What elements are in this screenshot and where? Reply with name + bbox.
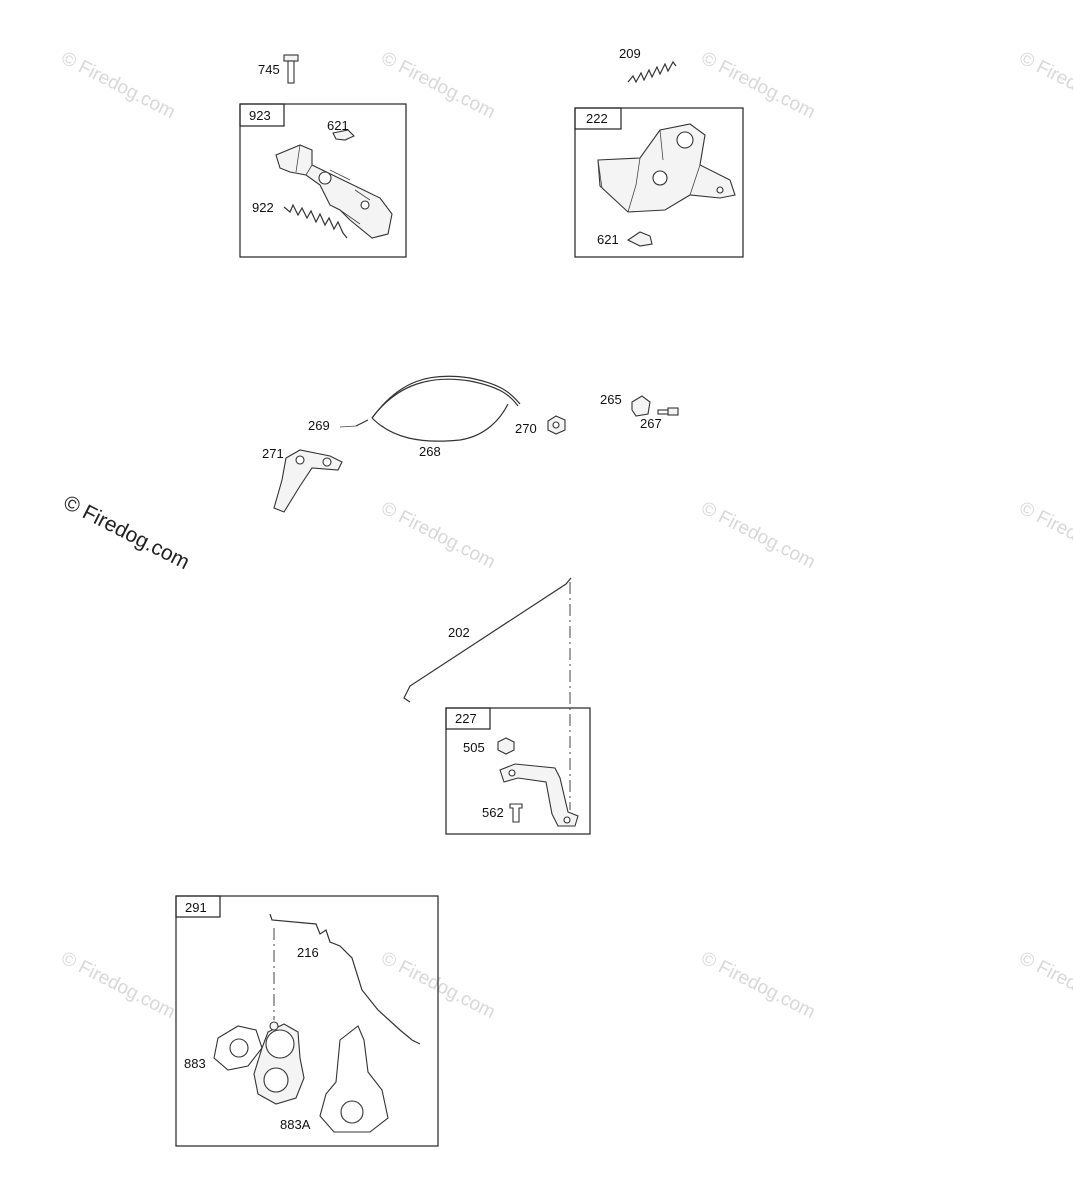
watermarks: © Firedog.com © Firedog.com © Firedog.co… [58, 48, 1073, 1023]
watermark-text: © Firedog.com [698, 498, 819, 573]
rod-202: 202 [403, 577, 572, 810]
screw-562-part [509, 803, 523, 823]
label-621: 621 [327, 118, 349, 133]
label-883a: 883A [280, 1117, 311, 1132]
plate-slot-part [716, 186, 724, 194]
label-209: 209 [619, 46, 641, 61]
bracket-271-part [273, 449, 343, 513]
assembly-291: 291 216 883 883A [175, 895, 439, 1147]
assembly-291-header [175, 895, 221, 918]
label-269: 269 [308, 418, 330, 433]
assembly-222: 222 621 [574, 107, 744, 258]
assembly-227-header [445, 707, 491, 730]
watermark-main: © Firedog.com [60, 491, 193, 574]
spring-922-part [283, 203, 348, 239]
spring-209: 209 [619, 46, 677, 84]
assembly-222-frame [574, 107, 744, 258]
watermark-text: © Firedog.com [1016, 948, 1073, 1023]
lever-227-part [499, 763, 579, 827]
plate-883a-part [319, 1025, 389, 1133]
watermark-text: © Firedog.com [1016, 498, 1073, 573]
screw-267-head-part [667, 407, 679, 416]
watermark-text: © Firedog.com [698, 948, 819, 1023]
cable-group: 269 268 270 265 267 271 [262, 375, 679, 513]
label-883: 883 [184, 1056, 206, 1071]
plate-hole-part [676, 131, 694, 149]
label-505: 505 [463, 740, 485, 755]
label-923: 923 [249, 108, 271, 123]
label-291: 291 [185, 900, 207, 915]
assembly-227: 227 505 562 [445, 707, 591, 835]
carburetor-nipple-part [269, 1021, 279, 1031]
label-621b: 621 [597, 232, 619, 247]
watermark-text: © Firedog.com [378, 498, 499, 573]
bolt-745: 745 [258, 54, 299, 84]
label-922: 922 [252, 200, 274, 215]
label-265: 265 [600, 392, 622, 407]
control-bracket-part [275, 144, 393, 239]
clip-621-part [332, 129, 355, 141]
watermark-text: © Firedog.com [378, 48, 499, 123]
spring-209-part [627, 60, 677, 84]
label-270: 270 [515, 421, 537, 436]
label-202: 202 [448, 625, 470, 640]
assembly-227-frame [445, 707, 591, 835]
watermark-text: © Firedog.com [698, 48, 819, 123]
plate-pivot-part [652, 170, 668, 186]
link-216-part [269, 913, 421, 1045]
wire-269-part [339, 425, 357, 428]
assembly-291-frame [175, 895, 439, 1147]
assembly-923-header [239, 103, 285, 127]
clip-621b-part [626, 231, 653, 247]
nut-505-part [497, 737, 515, 755]
bracket-hole-part [360, 200, 370, 210]
assembly-923: 923 621 922 [239, 103, 407, 258]
watermark-text: © Firedog.com [1016, 48, 1073, 123]
bolt-745-shank-part [287, 60, 295, 84]
label-222: 222 [586, 111, 608, 126]
rod-202-part [403, 577, 572, 703]
label-562: 562 [482, 805, 504, 820]
label-267: 267 [640, 416, 662, 431]
assembly-923-frame [239, 103, 407, 258]
assembly-222-header [574, 107, 622, 130]
label-271: 271 [262, 446, 284, 461]
bracket-pivot-part [318, 171, 332, 185]
label-227: 227 [455, 711, 477, 726]
bolt-745-head-part [283, 54, 299, 62]
throttle-plate-part [597, 123, 736, 213]
watermark-text: © Firedog.com [58, 48, 179, 123]
label-745: 745 [258, 62, 280, 77]
screw-267-shank-part [657, 409, 669, 415]
watermark-text: © Firedog.com [58, 948, 179, 1023]
label-216: 216 [297, 945, 319, 960]
clamp-265-part [631, 395, 651, 417]
label-268: 268 [419, 444, 441, 459]
cable-268-part [371, 375, 521, 419]
